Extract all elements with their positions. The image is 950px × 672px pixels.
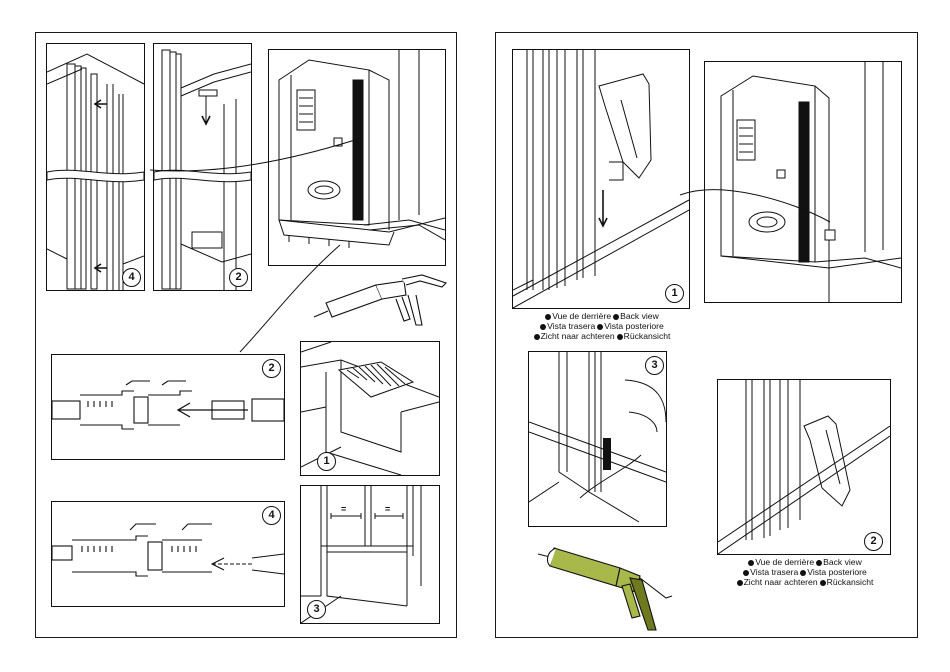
equal-mark: = [341,504,346,514]
panel-silicone-joint-3: 3 [528,351,667,527]
panel-profile-top-4: 4 [46,43,145,291]
profile-top-2-drawing [154,44,251,290]
step-number-badge: 2 [229,268,248,287]
cabin-drawing-right [705,62,901,302]
profile-section-2-drawing [52,355,284,459]
panel-cabin-overview [268,49,446,266]
panel-profile-section-2: 2 [51,354,285,460]
panel-profile-top-2: 2 [153,43,252,291]
step-number-badge: 4 [262,506,281,525]
profile-top-4-drawing [47,44,144,290]
panel-back-view-2: 2 [717,379,891,555]
panel-back-view-1: 1 [512,49,690,309]
profile-section-4-drawing [52,502,284,606]
equal-mark: = [385,504,390,514]
instruction-page-right: 1 [495,32,918,638]
step-number-badge: 1 [317,452,336,471]
panel-silicone-apply-1: 1 [300,341,440,476]
silicone-gun-right [536,538,676,638]
silicone-joint-drawing [529,352,666,526]
back-view-2-drawing [718,380,890,554]
panel-join-3: = = 3 [300,485,440,624]
step-number-badge: 3 [307,600,326,619]
step-number-badge: 1 [665,284,684,303]
step-number-badge: 3 [645,356,664,375]
cabin-drawing [269,50,445,265]
panel-profile-section-4: 4 [51,501,285,607]
back-view-1-drawing [513,50,689,308]
step-number-badge: 4 [122,268,141,287]
silicone-gun-left [312,273,452,343]
panel-cabin-overview-right [704,61,902,303]
step-number-badge: 2 [864,532,883,551]
step-number-badge: 2 [262,359,281,378]
instruction-page-left: 4 2 [35,32,457,638]
